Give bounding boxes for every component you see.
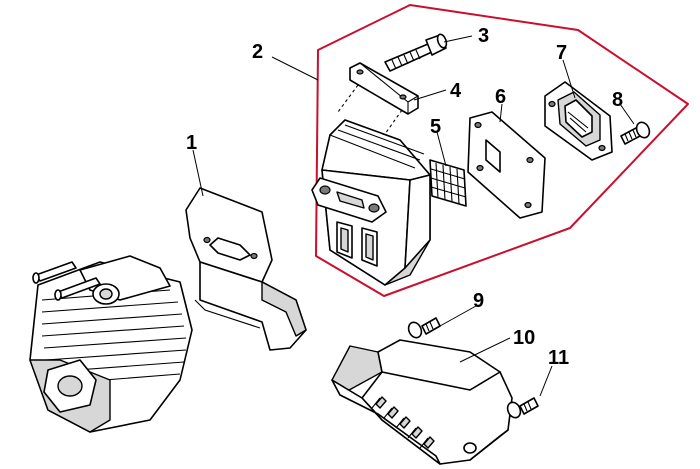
leader-lines xyxy=(192,35,635,397)
part-4-plate[interactable] xyxy=(349,62,419,115)
callout-11: 11 xyxy=(548,347,569,369)
callout-7: 7 xyxy=(556,42,567,64)
callout-5: 5 xyxy=(430,116,441,138)
callout-8: 8 xyxy=(612,89,623,111)
callout-1: 1 xyxy=(186,132,197,154)
callout-6: 6 xyxy=(495,86,506,108)
part-7-flange[interactable] xyxy=(544,81,613,161)
callout-10: 10 xyxy=(513,327,535,349)
callout-9: 9 xyxy=(473,290,484,312)
assembly-boundary xyxy=(315,4,689,297)
part-6-gasket[interactable] xyxy=(467,111,546,219)
muffler-body[interactable] xyxy=(311,119,431,286)
callout-3: 3 xyxy=(478,25,489,47)
cylinder[interactable] xyxy=(29,255,193,433)
callout-2: 2 xyxy=(252,41,263,63)
callout-4: 4 xyxy=(450,80,462,102)
part-10-cover[interactable] xyxy=(331,339,513,465)
part-1-heat-shield[interactable] xyxy=(185,187,307,351)
part-8-screw[interactable] xyxy=(620,120,652,145)
part-5-screen[interactable] xyxy=(429,159,467,207)
part-11-screw[interactable] xyxy=(505,397,539,420)
part-3-bolt[interactable] xyxy=(384,33,448,72)
part-9-screw[interactable] xyxy=(406,317,441,340)
